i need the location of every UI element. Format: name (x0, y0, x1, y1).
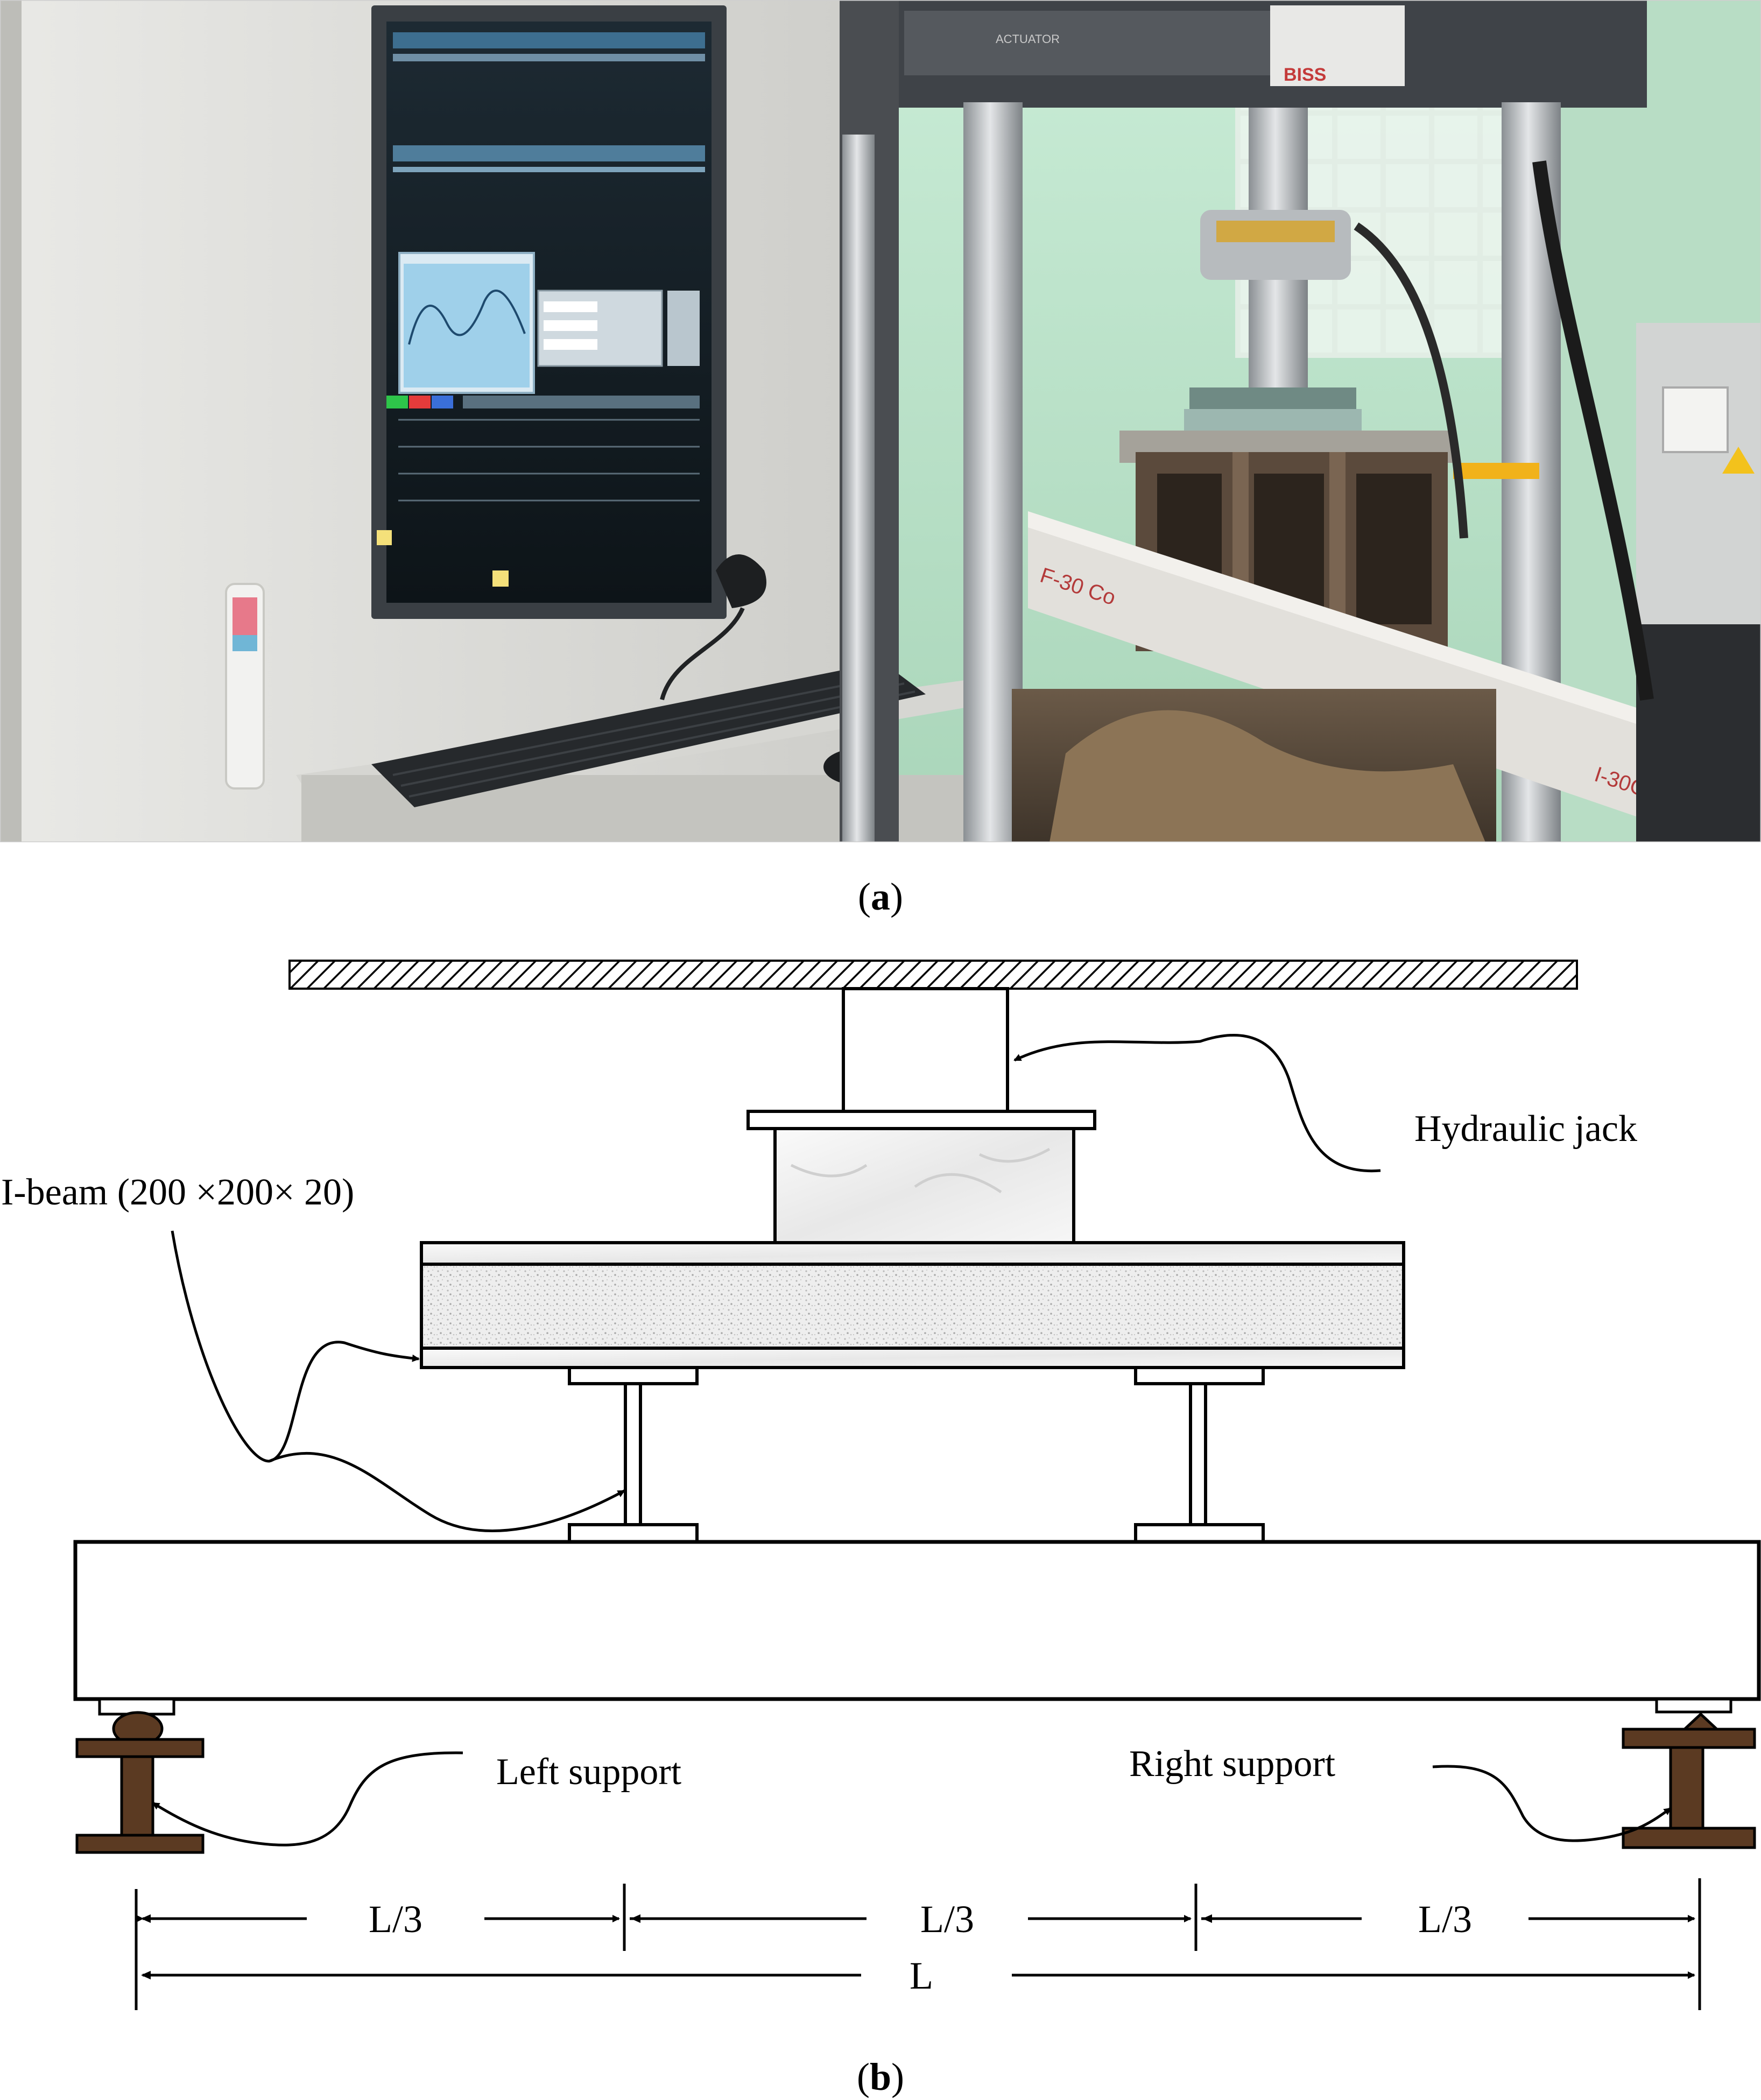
i-beam-right (1134, 1366, 1265, 1544)
i-beam-left (568, 1366, 699, 1544)
i-beam-leader-to-spreader (171, 1230, 420, 1463)
spreader-beam-top-flange (420, 1241, 1405, 1266)
left-support (75, 1711, 205, 1854)
left-support-label: Left support (496, 1751, 682, 1793)
spreader-beam-core (420, 1263, 1405, 1350)
load-cell (1200, 210, 1351, 280)
reaction-frame-hatch (288, 960, 1578, 990)
i-beam-label: I-beam (200 ×200× 20) (1, 1172, 354, 1213)
hydraulic-jack-label: Hydraulic jack (1414, 1108, 1637, 1150)
test-setup-photo: ACTUATOR BISS F-30 Co I-30Co (0, 0, 1761, 842)
right-support-leader (1432, 1765, 1672, 1842)
screen-ui (386, 32, 705, 502)
dim-label-seg1: L/3 (369, 1898, 422, 1941)
test-beam (1028, 511, 1711, 842)
loading-block (773, 1127, 1075, 1244)
dimension-lines (135, 1878, 1701, 2010)
actuator-rod (1249, 108, 1308, 215)
hydraulic-jack (842, 987, 1009, 1113)
brand-label: BISS (1284, 65, 1326, 85)
left-support-leader (152, 1751, 463, 1847)
i-beam-leader-to-web (269, 1451, 625, 1532)
caption-a: (a) (858, 875, 903, 918)
right-support-label: Right support (1129, 1743, 1336, 1785)
dimension-arrowheads (141, 1914, 1212, 1979)
jack-bearing-plate (746, 1110, 1096, 1130)
hydraulic-jack-leader (1013, 1033, 1381, 1173)
test-beam (73, 1540, 1761, 1701)
dim-label-total: L (910, 1954, 933, 1997)
loading-setup-diagram: (a) Hydraulic jack (1, 875, 1761, 2098)
caption-b: (b) (857, 2055, 904, 2098)
brand-plate (1270, 5, 1405, 86)
right-support (1622, 1712, 1756, 1849)
right-bearing-pad (1655, 1697, 1732, 1714)
actuator-label: ACTUATOR (996, 32, 1060, 46)
spreader-beam-bottom-flange (420, 1347, 1405, 1369)
dim-label-seg2: L/3 (920, 1898, 974, 1941)
dim-label-seg3: L/3 (1418, 1898, 1472, 1941)
